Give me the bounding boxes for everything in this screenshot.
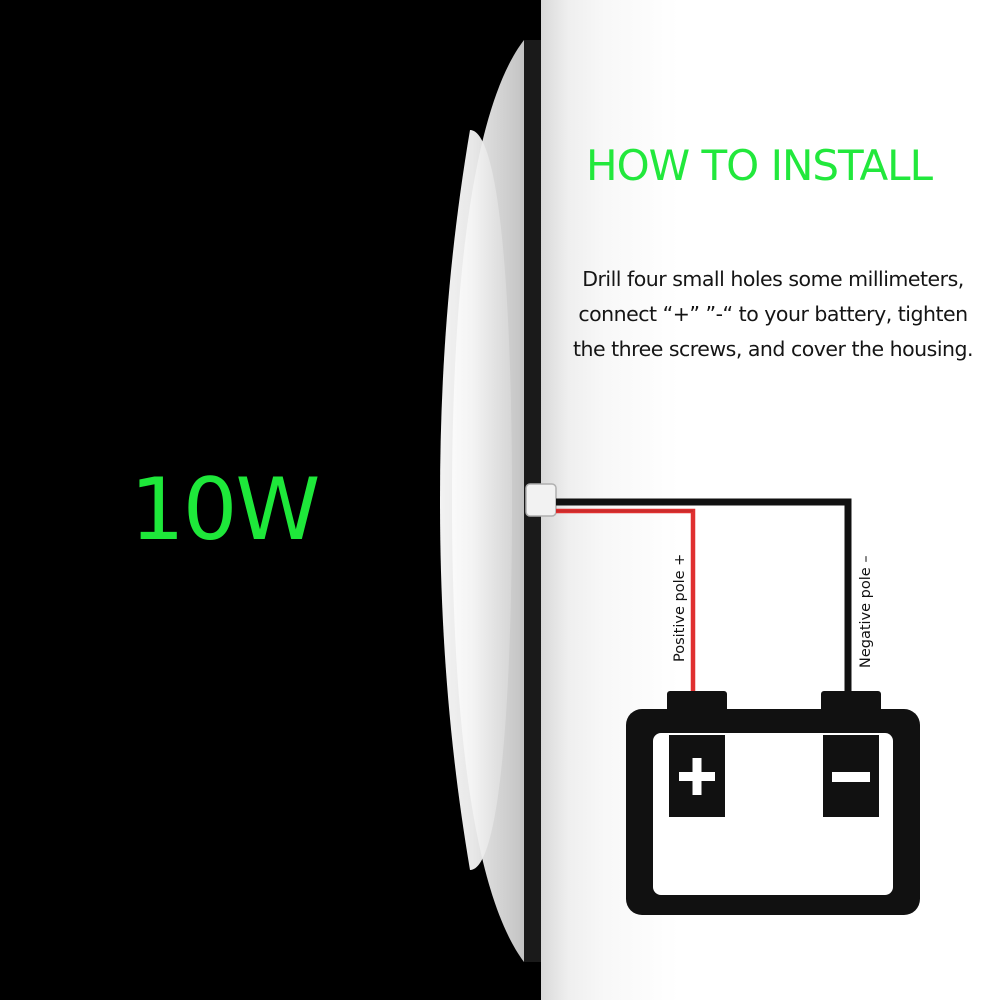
plus-sign-icon bbox=[679, 758, 715, 795]
instruction-line: Drill four small holes some millimeters, bbox=[582, 267, 964, 291]
battery bbox=[626, 691, 920, 915]
instruction-line: connect “+” ”-“ to your battery, tighten bbox=[578, 302, 968, 326]
positive-wire bbox=[556, 508, 696, 692]
negative-pole-label: Negative pole – bbox=[858, 555, 874, 668]
battery-positive-terminal bbox=[667, 691, 727, 713]
instruction-line: the three screws, and cover the housing. bbox=[572, 337, 974, 361]
page-title: HOW TO INSTALL bbox=[586, 141, 933, 190]
negative-wire bbox=[556, 498, 852, 692]
battery-negative-terminal bbox=[821, 691, 881, 713]
wires bbox=[556, 498, 852, 692]
positive-pole-label: Positive pole + bbox=[672, 553, 688, 662]
lamp-diffuser bbox=[440, 130, 512, 870]
power-rating-label: 10W bbox=[130, 460, 320, 560]
minus-sign-icon bbox=[832, 772, 870, 782]
lamp-profile bbox=[440, 40, 557, 962]
install-instructions: Drill four small holes some millimeters,… bbox=[548, 262, 998, 367]
wire-connector bbox=[525, 483, 557, 517]
